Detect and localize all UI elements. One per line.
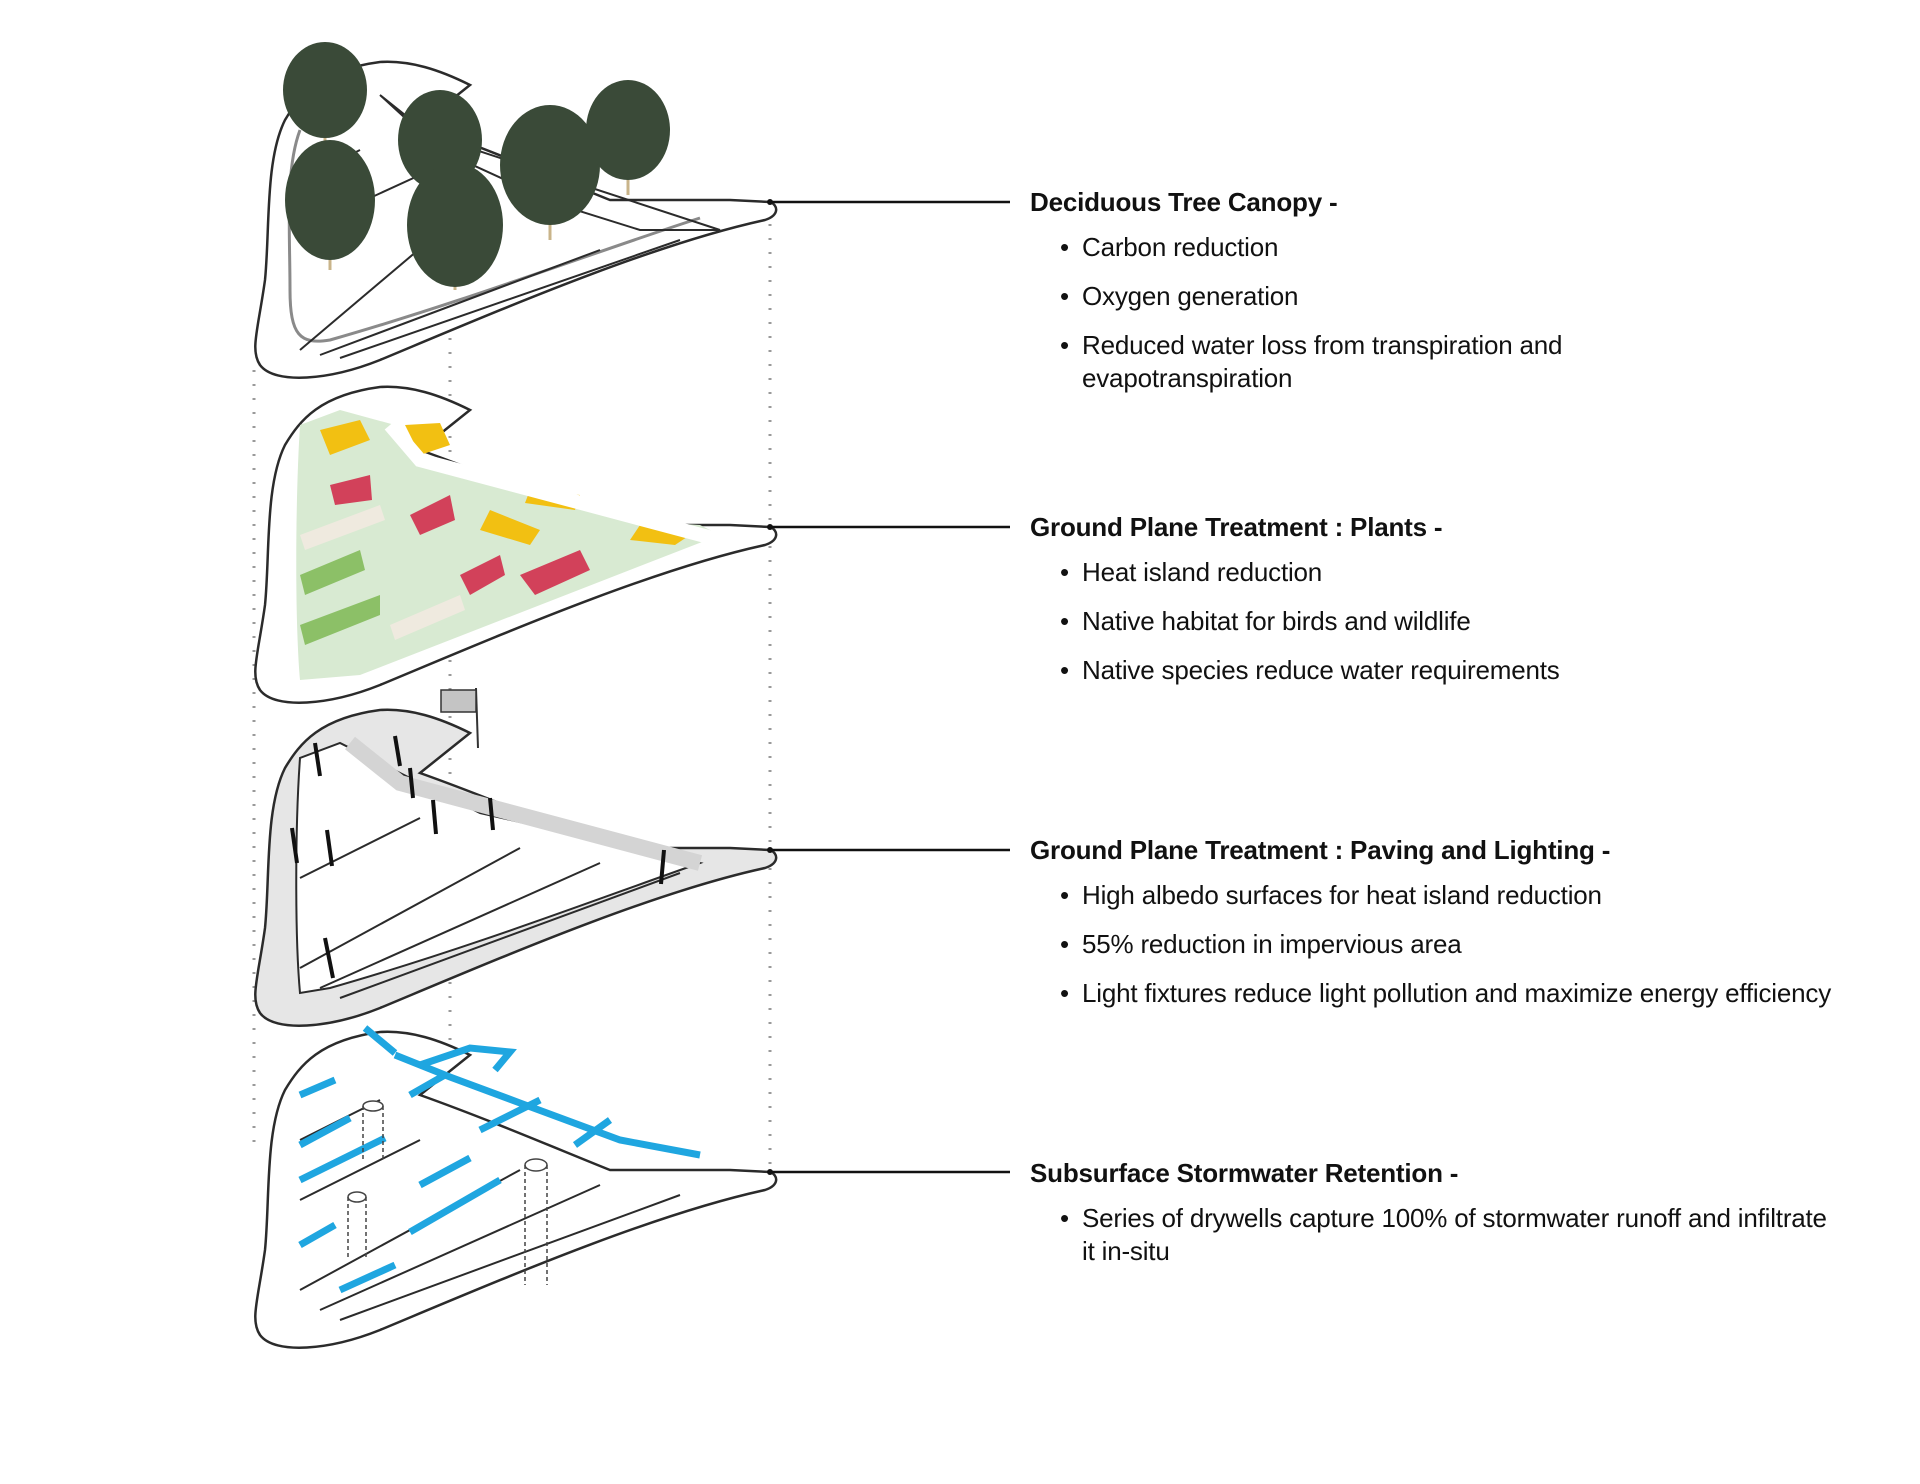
- bullet-item: •Native habitat for birds and wildlife: [1060, 606, 1471, 636]
- layer-title: Ground Plane Treatment : Plants -: [1030, 512, 1443, 542]
- flow-arrow-icon: [298, 1134, 387, 1184]
- flow-arrow-icon: [393, 1051, 701, 1159]
- leader-dot: [767, 524, 773, 530]
- flower-bed-green: [300, 595, 380, 645]
- bullet-icon: •: [1060, 978, 1069, 1008]
- tree-icons: [283, 42, 670, 290]
- drywell-icon: [347, 1191, 367, 1260]
- drywells: [347, 1100, 548, 1285]
- leader-dot: [767, 1169, 773, 1175]
- bullet-icon: •: [1060, 929, 1069, 959]
- paving-lighting-layer: [254, 687, 1010, 1027]
- flow-arrow-icon: [298, 1221, 337, 1249]
- label-paving-lighting: Ground Plane Treatment : Paving and Ligh…: [1030, 835, 1890, 1026]
- flower-bed-yellow: [480, 510, 540, 545]
- flow-arrow-icon: [298, 1076, 337, 1099]
- flower-bed-green: [300, 550, 365, 595]
- flow-arrow-icon: [408, 1176, 502, 1236]
- bullet-item: •Oxygen generation: [1060, 281, 1299, 311]
- tree-icon: [500, 105, 600, 240]
- flower-bed-white: [390, 595, 465, 640]
- bullet-item: •Native species reduce water requirement…: [1060, 655, 1560, 685]
- layer-title: Subsurface Stormwater Retention -: [1030, 1158, 1459, 1188]
- tree-icon: [285, 140, 375, 270]
- flow-arrow-icon: [478, 1096, 542, 1134]
- flower-bed-yellow: [630, 525, 690, 545]
- light-pole-icon: [393, 735, 402, 767]
- bullet-item: •55% reduction in impervious area: [1060, 929, 1462, 959]
- bullet-item: •Heat island reduction: [1060, 557, 1323, 587]
- tree-canopy-layer: [254, 42, 1010, 379]
- bullet-list: •High albedo surfaces for heat island re…: [1030, 879, 1890, 1010]
- bullet-icon: •: [1060, 655, 1069, 685]
- bullet-icon: •: [1060, 557, 1069, 587]
- label-plants: Ground Plane Treatment : Plants - •Heat …: [1030, 512, 1890, 703]
- lawn-area: [296, 410, 720, 680]
- flow-arrow-icon: [418, 1154, 472, 1189]
- flow-arrow-icon: [338, 1261, 397, 1294]
- flow-arrow-icon: [362, 1025, 398, 1056]
- light-pole-icon: [408, 767, 415, 799]
- bullet-list: •Series of drywells capture 100% of stor…: [1030, 1202, 1890, 1268]
- bullet-item: •Reduced water loss from transpiration a…: [1060, 330, 1563, 393]
- bullet-item: •Series of drywells capture 100% of stor…: [1060, 1203, 1827, 1266]
- flower-bed-yellow: [320, 420, 370, 455]
- light-fixtures: [290, 735, 666, 979]
- flag-icon: [440, 689, 477, 713]
- drywell-icon: [362, 1100, 384, 1160]
- flow-arrow-icon: [408, 1071, 447, 1099]
- light-pole-icon: [323, 937, 335, 979]
- light-pole-icon: [290, 827, 299, 864]
- leader-dot: [767, 199, 773, 205]
- plants-layer: [254, 385, 1010, 704]
- bullet-icon: •: [1060, 281, 1069, 311]
- tree-icon: [586, 80, 670, 195]
- stormwater-flow-arrows: [298, 1025, 701, 1294]
- paving-lines: [299, 817, 681, 999]
- bullet-item: •Light fixtures reduce light pollution a…: [1060, 978, 1831, 1008]
- flower-beds: [300, 420, 690, 645]
- walkway: [384, 420, 722, 547]
- bullet-list: •Carbon reduction •Oxygen generation •Re…: [1030, 231, 1890, 395]
- bullet-icon: •: [1060, 606, 1069, 636]
- light-pole-icon: [488, 797, 495, 831]
- bullet-list: •Heat island reduction •Native habitat f…: [1030, 556, 1890, 687]
- bullet-item: •High albedo surfaces for heat island re…: [1060, 880, 1602, 910]
- light-pole-icon: [325, 829, 334, 867]
- flower-bed-red: [410, 495, 455, 535]
- flow-arrow-icon: [572, 1117, 613, 1148]
- flow-arrow-icon: [298, 1114, 352, 1149]
- bullet-icon: •: [1060, 1203, 1069, 1233]
- bullet-icon: •: [1060, 330, 1069, 360]
- layer-title: Ground Plane Treatment : Paving and Ligh…: [1030, 835, 1611, 865]
- paved-walkway: [345, 736, 703, 871]
- tree-icon: [407, 163, 503, 290]
- bullet-item: •Carbon reduction: [1060, 232, 1279, 262]
- light-pole-icon: [659, 849, 666, 885]
- bullet-icon: •: [1060, 232, 1069, 262]
- bullet-icon: •: [1060, 880, 1069, 910]
- leader-dot: [767, 847, 773, 853]
- flower-bed-red: [520, 550, 590, 595]
- label-stormwater: Subsurface Stormwater Retention - •Serie…: [1030, 1158, 1890, 1284]
- light-pole-icon: [431, 799, 438, 835]
- stormwater-layer: [254, 1025, 1010, 1349]
- flower-bed-red: [330, 475, 372, 505]
- flower-bed-red: [460, 555, 505, 595]
- layer-title: Deciduous Tree Canopy -: [1030, 187, 1338, 217]
- drywell-icon: [524, 1158, 548, 1285]
- flow-arrow-icon: [418, 1044, 517, 1073]
- label-tree-canopy: Deciduous Tree Canopy - •Carbon reductio…: [1030, 187, 1890, 411]
- flower-bed-white: [300, 505, 385, 550]
- light-pole-icon: [313, 742, 322, 777]
